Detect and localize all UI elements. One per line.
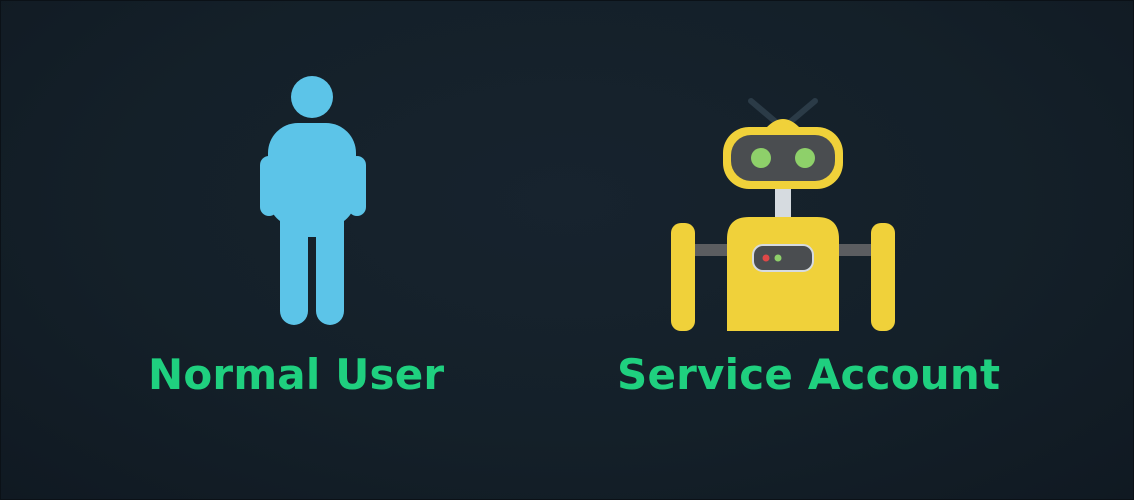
service-account-label: Service Account <box>617 350 1001 399</box>
normal-user-label: Normal User <box>148 350 445 399</box>
person-icon <box>260 76 366 325</box>
robot-icon <box>671 98 895 331</box>
service-account-item: Service Account <box>601 1 1031 421</box>
normal-user-item: Normal User <box>141 1 461 421</box>
